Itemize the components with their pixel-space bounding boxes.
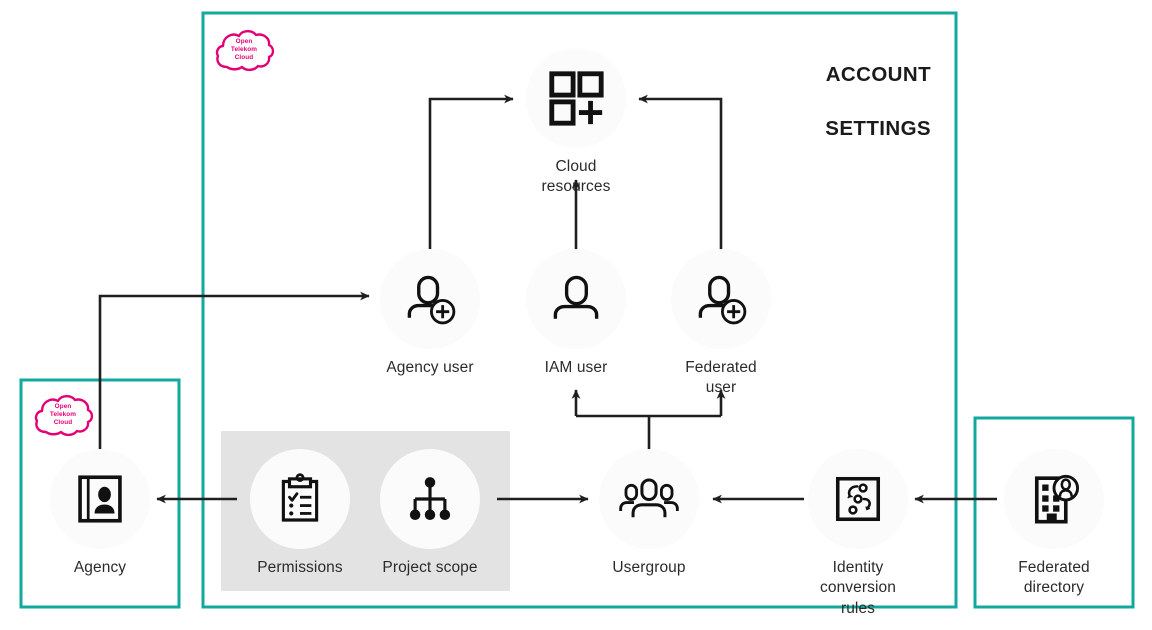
- node-label: IAM user: [544, 359, 608, 376]
- node-label: Identity conversion rules: [820, 559, 896, 617]
- otc-logo-line1: Open: [235, 38, 253, 46]
- open-telekom-cloud-logo-account: Open Telekom Cloud: [213, 27, 275, 73]
- otc-logo-line1: Open: [54, 403, 72, 411]
- node-label: Cloud resources: [541, 158, 611, 196]
- node-disc: [599, 449, 699, 549]
- otc-logo-text: Open Telekom Cloud: [32, 392, 94, 438]
- grid-plus-icon: [549, 71, 604, 126]
- federated-directory-container: [973, 416, 1135, 609]
- otc-logo-line3: Cloud: [234, 53, 254, 61]
- node-disc: [250, 449, 350, 549]
- node-label: Federated directory: [1018, 559, 1090, 597]
- node-project-scope[interactable]: Project scope: [380, 449, 480, 578]
- id-card-icon: [78, 475, 122, 523]
- cloud-shape-icon: [215, 29, 275, 72]
- node-label: Permissions: [257, 559, 343, 576]
- node-disc: [1004, 449, 1104, 549]
- building-user-icon: [1034, 474, 1080, 524]
- connector-agency-user-to-cloud-resources: [428, 94, 514, 255]
- node-iam-user[interactable]: IAM user: [526, 249, 626, 378]
- node-cloud-resources[interactable]: Cloud resources: [526, 48, 626, 198]
- node-identity-conversion-rules[interactable]: Identity conversion rules: [808, 449, 908, 619]
- user-add-icon: [698, 275, 747, 325]
- users-group-icon: [619, 478, 679, 517]
- node-agency-user[interactable]: Agency user: [380, 249, 480, 378]
- page-title-line2: SETTINGS: [825, 117, 931, 141]
- node-disc: [671, 249, 771, 349]
- page-title: ACCOUNT SETTINGS: [825, 34, 931, 169]
- otc-logo-line2: Telekom: [49, 411, 77, 419]
- node-permissions[interactable]: Permissions: [250, 449, 350, 578]
- otc-logo-text: Open Telekom Cloud: [213, 27, 275, 73]
- node-federated-directory[interactable]: Federated directory: [1004, 449, 1104, 599]
- node-federated-user[interactable]: Federated user: [671, 249, 771, 399]
- node-disc: [526, 249, 626, 349]
- connector-agency-to-agency-user: [98, 291, 370, 450]
- otc-logo-line3: Cloud: [53, 418, 73, 426]
- user-add-icon: [407, 275, 456, 325]
- open-telekom-cloud-logo-agency: Open Telekom Cloud: [32, 392, 94, 438]
- node-label: Agency user: [386, 359, 474, 376]
- clipboard-check-icon: [281, 473, 319, 522]
- hierarchy-icon: [409, 477, 451, 520]
- node-label: Usergroup: [612, 559, 686, 576]
- node-label: Agency: [73, 559, 127, 576]
- conversion-rules-icon: [835, 476, 881, 522]
- page-title-line1: ACCOUNT: [825, 63, 931, 87]
- user-icon: [553, 275, 599, 319]
- node-disc: [380, 449, 480, 549]
- node-disc: [380, 249, 480, 349]
- node-disc: [50, 449, 150, 549]
- account-settings-container: [201, 11, 958, 609]
- node-usergroup[interactable]: Usergroup: [599, 449, 699, 578]
- connector-federated-user-to-cloud-resources: [638, 94, 723, 255]
- node-disc: [526, 48, 626, 148]
- node-agency[interactable]: Agency: [50, 449, 150, 578]
- otc-logo-line2: Telekom: [230, 46, 258, 54]
- node-label: Federated user: [685, 359, 757, 397]
- cloud-shape-icon: [34, 394, 94, 437]
- node-label: Project scope: [382, 559, 478, 576]
- node-disc: [808, 449, 908, 549]
